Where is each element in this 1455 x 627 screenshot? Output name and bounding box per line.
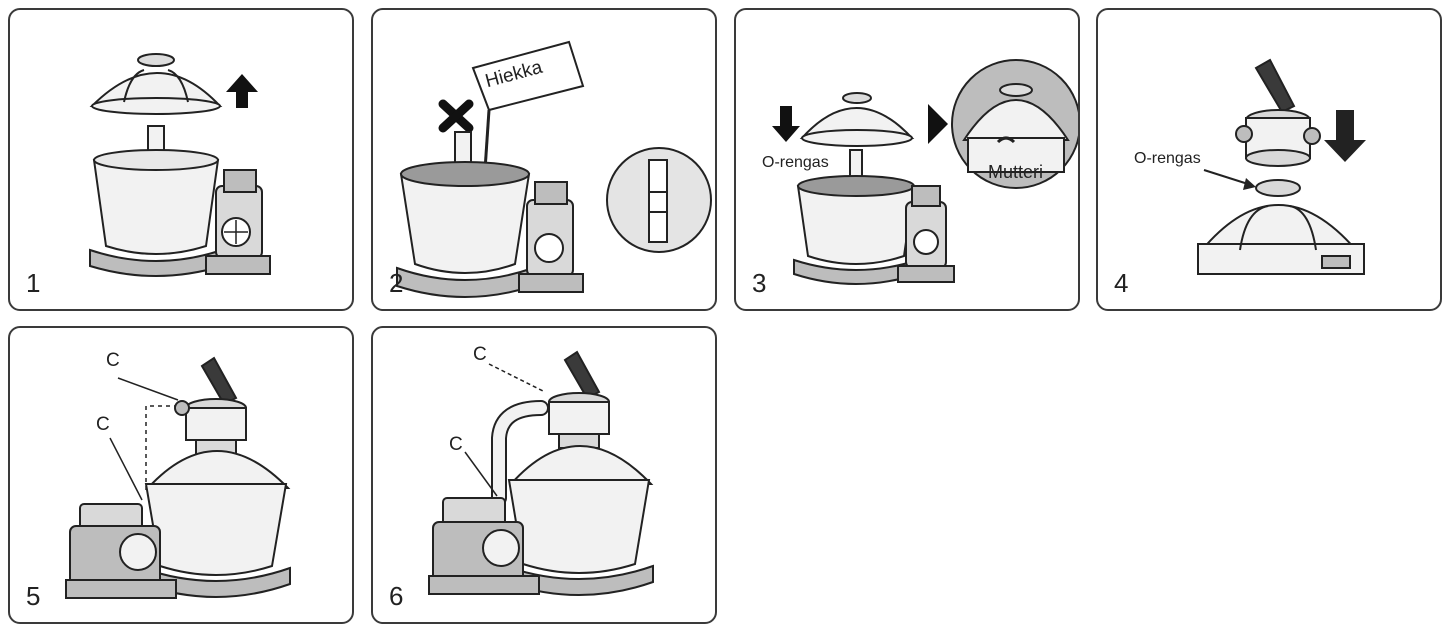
- filter-lid: [92, 54, 220, 114]
- filter-lid: [802, 93, 912, 146]
- step-2-panel: Hiekka 2: [371, 8, 717, 311]
- o-ring-label: O-rengas: [762, 154, 829, 172]
- connector-c-bottom-label: C: [449, 434, 463, 456]
- o-ring-label: O-rengas: [1134, 150, 1201, 168]
- sand-level-zoom: [607, 148, 711, 252]
- next-arrow-icon: [928, 104, 948, 144]
- down-arrow-icon: [1324, 110, 1366, 162]
- step-6-panel: C C 6: [371, 326, 717, 624]
- step-1-illustration: [10, 10, 354, 311]
- filter-tank-with-sand: [397, 162, 533, 297]
- filter-tank-top: [1198, 180, 1364, 274]
- step-number: 6: [389, 581, 403, 612]
- nut-label: Mutteri: [988, 162, 1043, 183]
- step-1-panel: 1: [8, 8, 354, 311]
- step-6-illustration: [373, 328, 717, 624]
- pump-unit: [519, 182, 583, 292]
- step-number: 2: [389, 268, 403, 299]
- assembled-filter: [142, 358, 290, 597]
- step-number: 1: [26, 268, 40, 299]
- step-number: 4: [1114, 268, 1128, 299]
- step-5-illustration: [10, 328, 354, 624]
- do-not-fill-pipe-icon: [443, 104, 469, 128]
- step-4-panel: O-rengas 4: [1096, 8, 1442, 311]
- filter-tank: [90, 150, 222, 276]
- assembled-filter: [505, 352, 653, 595]
- connector-c-bottom-label: C: [96, 414, 110, 436]
- step-number: 5: [26, 581, 40, 612]
- step-3-panel: O-rengas Mutteri 3: [734, 8, 1080, 311]
- connector-c-top-label: C: [473, 344, 487, 366]
- connector-c-top-label: C: [106, 350, 120, 372]
- down-arrow-icon: [772, 106, 800, 142]
- o-ring-pointer: [1204, 170, 1248, 184]
- multiport-valve: [1236, 60, 1320, 166]
- pump-unit: [206, 170, 270, 274]
- step-number: 3: [752, 268, 766, 299]
- step-2-illustration: [373, 10, 717, 311]
- step-5-panel: C C 5: [8, 326, 354, 624]
- up-arrow-icon: [226, 74, 258, 108]
